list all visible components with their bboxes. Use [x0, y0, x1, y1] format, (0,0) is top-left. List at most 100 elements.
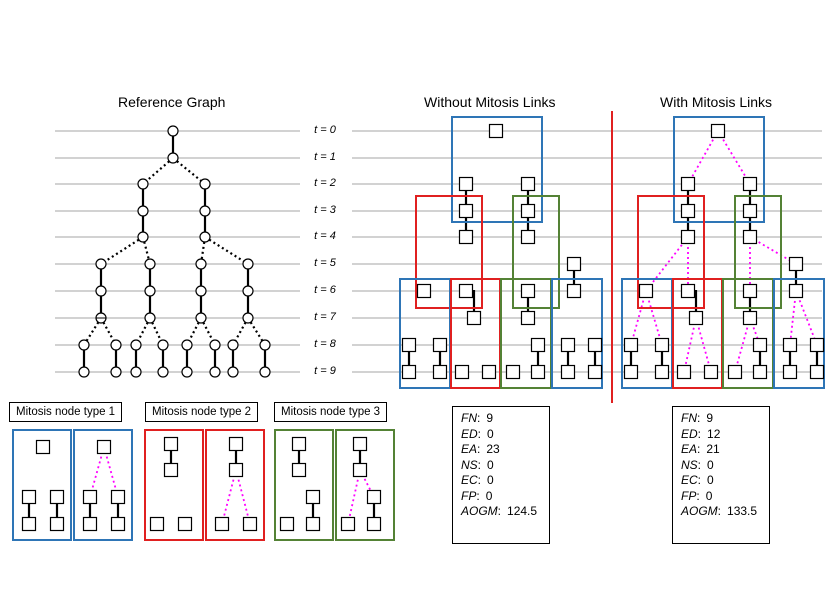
- detection-node: [788, 283, 804, 299]
- detection-node: [623, 364, 639, 380]
- detection-node: [587, 337, 603, 353]
- detection-node: [688, 310, 704, 326]
- time-label: t = 4: [314, 230, 336, 242]
- detection-node: [82, 489, 98, 505]
- ref-node: [130, 339, 142, 351]
- metric-row: EA:23: [461, 442, 541, 458]
- ref-node: [195, 312, 207, 324]
- ref-node: [110, 339, 122, 351]
- detection-node: [520, 203, 536, 219]
- metric-row: EC:0: [681, 473, 761, 489]
- detection-node: [680, 176, 696, 192]
- metric-row: FP:0: [461, 489, 541, 505]
- detection-node: [49, 516, 65, 532]
- ref-node: [144, 258, 156, 270]
- detection-node: [710, 123, 726, 139]
- detection-node: [458, 203, 474, 219]
- ref-node: [227, 366, 239, 378]
- mitosis-link: [221, 469, 237, 525]
- detection-node: [566, 283, 582, 299]
- metric-value: 0: [707, 457, 714, 472]
- metric-row: EC:0: [461, 473, 541, 489]
- metric-row: FP:0: [681, 489, 761, 505]
- detection-node: [782, 364, 798, 380]
- detection-node: [623, 337, 639, 353]
- ref-node: [259, 366, 271, 378]
- legend-type3-label: Mitosis node type 3: [274, 402, 388, 422]
- detection-node: [742, 229, 758, 245]
- detection-node: [752, 337, 768, 353]
- detection-node: [401, 337, 417, 353]
- metric-key: EA: [681, 442, 698, 456]
- detection-node: [177, 516, 193, 532]
- metric-key: ED: [681, 426, 698, 441]
- detection-node: [530, 337, 546, 353]
- detection-node: [742, 310, 758, 326]
- mitosis-link: [695, 317, 712, 373]
- detection-node: [680, 229, 696, 245]
- metric-row: NS:0: [461, 458, 541, 474]
- metric-row: FN:9: [681, 411, 761, 427]
- ref-node: [157, 366, 169, 378]
- detection-node: [654, 337, 670, 353]
- mitosis-edge: [142, 157, 174, 185]
- legend-panel-box: [144, 429, 204, 541]
- detection-node: [520, 310, 536, 326]
- detection-node: [340, 516, 356, 532]
- detection-node: [401, 364, 417, 380]
- legend-panel-box: [12, 429, 72, 541]
- time-label: t = 8: [314, 338, 336, 350]
- detection-node: [416, 283, 432, 299]
- metric-colon: :: [697, 411, 701, 425]
- metric-value: 124.5: [507, 504, 538, 518]
- metric-colon: :: [697, 442, 701, 456]
- ref-node: [209, 339, 221, 351]
- ref-node: [130, 366, 142, 378]
- metric-key: EC: [681, 473, 698, 487]
- detection-node: [742, 203, 758, 219]
- detection-node: [654, 364, 670, 380]
- ref-node: [137, 205, 149, 217]
- ref-node: [181, 366, 193, 378]
- metric-key: FP: [681, 488, 697, 503]
- detection-node: [530, 364, 546, 380]
- detection-node: [703, 364, 719, 380]
- detection-node: [788, 256, 804, 272]
- mitosis-link: [789, 290, 797, 346]
- detection-node: [352, 436, 368, 452]
- region-box-blue: [773, 278, 825, 389]
- detection-node: [520, 229, 536, 245]
- mitosis-link: [630, 290, 647, 346]
- ref-node: [144, 312, 156, 324]
- detection-node: [21, 489, 37, 505]
- detection-node: [752, 364, 768, 380]
- metric-value: 12: [707, 426, 721, 441]
- mitosis-link: [347, 469, 361, 525]
- detection-node: [520, 283, 536, 299]
- ref-node: [110, 366, 122, 378]
- detection-node: [242, 516, 258, 532]
- ref-node: [167, 152, 179, 164]
- detection-node: [149, 516, 165, 532]
- region-box-blue: [551, 278, 603, 389]
- metric-value: 133.5: [727, 504, 758, 518]
- metric-colon: :: [477, 457, 482, 472]
- detection-node: [291, 436, 307, 452]
- metric-colon: :: [697, 457, 702, 472]
- ref-node: [95, 285, 107, 297]
- metric-row: FN:9: [461, 411, 541, 427]
- mitosis-link: [734, 317, 751, 373]
- ref-node: [137, 178, 149, 190]
- metric-value: 21: [706, 442, 720, 456]
- detection-node: [809, 337, 825, 353]
- detection-node: [305, 516, 321, 532]
- metric-colon: :: [696, 488, 700, 503]
- detection-node: [458, 283, 474, 299]
- mitosis-link: [645, 290, 663, 346]
- detection-node: [560, 337, 576, 353]
- mitosis-edge: [172, 157, 206, 185]
- mitosis-link: [683, 317, 697, 373]
